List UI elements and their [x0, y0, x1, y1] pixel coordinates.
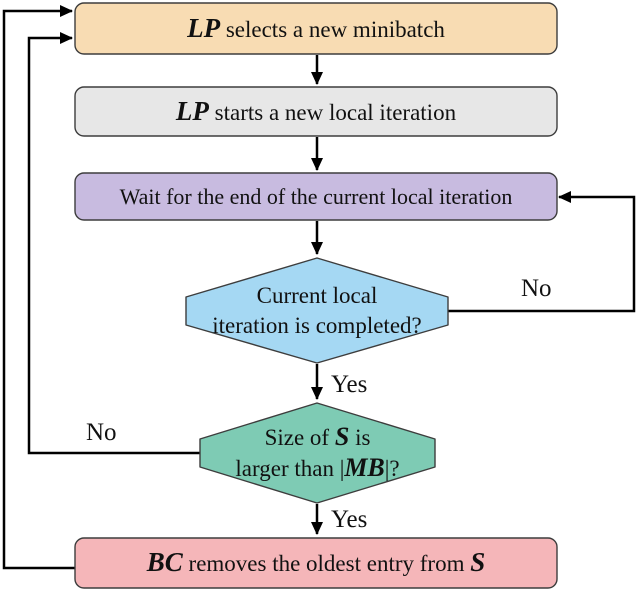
node-shape-select-minibatch — [74, 2, 558, 55]
node-shape-remove-oldest — [74, 537, 558, 589]
edge-remove-loop — [2, 5, 80, 570]
node-shape-size-check — [199, 402, 436, 504]
edge-completed-no-loop — [448, 191, 636, 313]
node-shape-iteration-completed — [185, 257, 449, 364]
node-shape-start-iteration — [74, 86, 558, 137]
edge-size-no-loop — [27, 32, 203, 455]
node-shape-wait-end — [74, 172, 558, 221]
